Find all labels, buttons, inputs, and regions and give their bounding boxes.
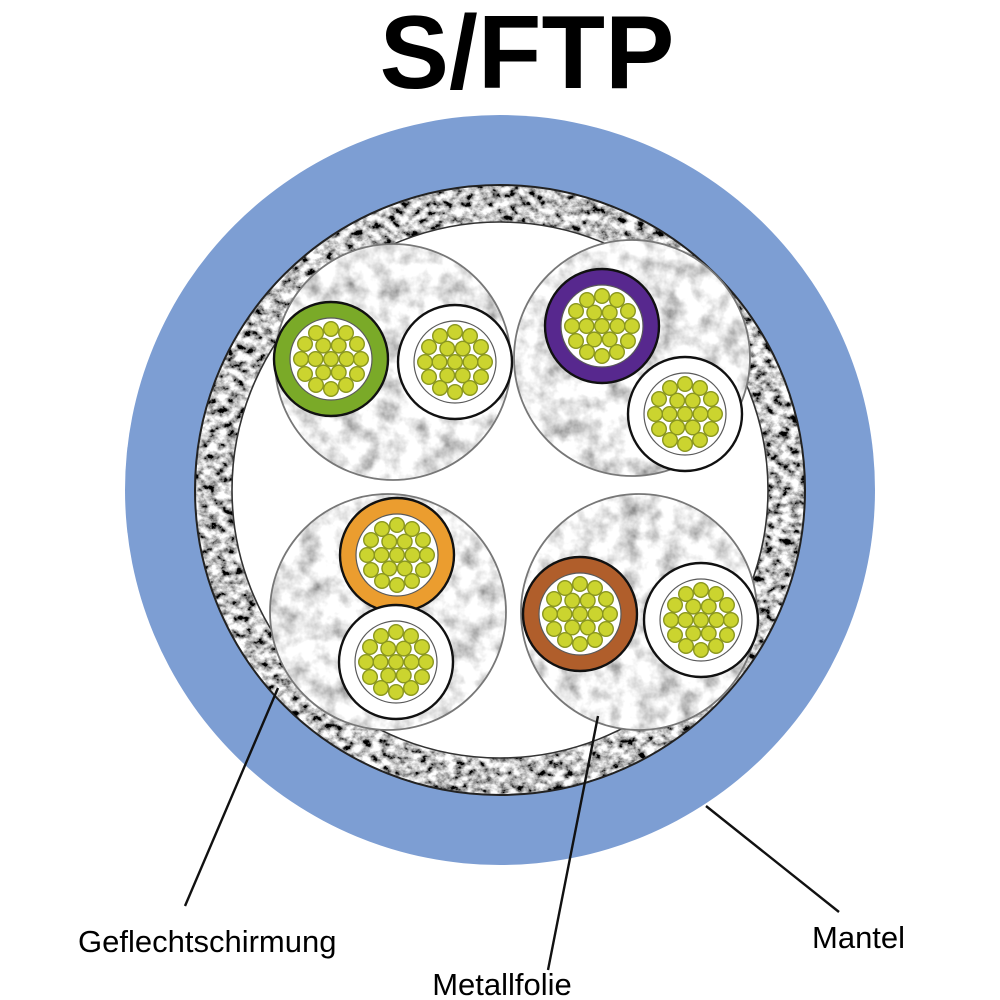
foil-edge [513, 239, 751, 477]
braid-outer-edge [194, 184, 806, 796]
foil-leader-line [546, 715, 600, 971]
wire-pair-bottom-right [520, 493, 760, 731]
diagram-title: S/FTP [380, 0, 675, 111]
braid-inner-edge [231, 221, 769, 759]
conductor-white-top-left [396, 303, 514, 421]
jacket-leader-line [705, 805, 840, 913]
foil-edge [269, 493, 507, 731]
wire-pair-top-left [272, 243, 514, 481]
conductor-white-top-right [626, 355, 744, 473]
conductor-orange [338, 496, 456, 614]
conductor-white-bottom-left [337, 603, 455, 721]
conductor-green [272, 300, 390, 418]
metal-foil-label: Metallfolie [432, 967, 572, 1000]
conductor-brown [521, 555, 639, 673]
conductor-violet [543, 267, 661, 385]
braid-leader-line [183, 687, 280, 907]
wire-pair-top-right [513, 239, 751, 477]
jacket-label: Mantel [812, 920, 905, 955]
conductor-white-bottom-right [642, 561, 760, 679]
wire-pair-bottom-left [269, 493, 507, 731]
braid-shield-label: Geflechtschirmung [78, 924, 336, 959]
